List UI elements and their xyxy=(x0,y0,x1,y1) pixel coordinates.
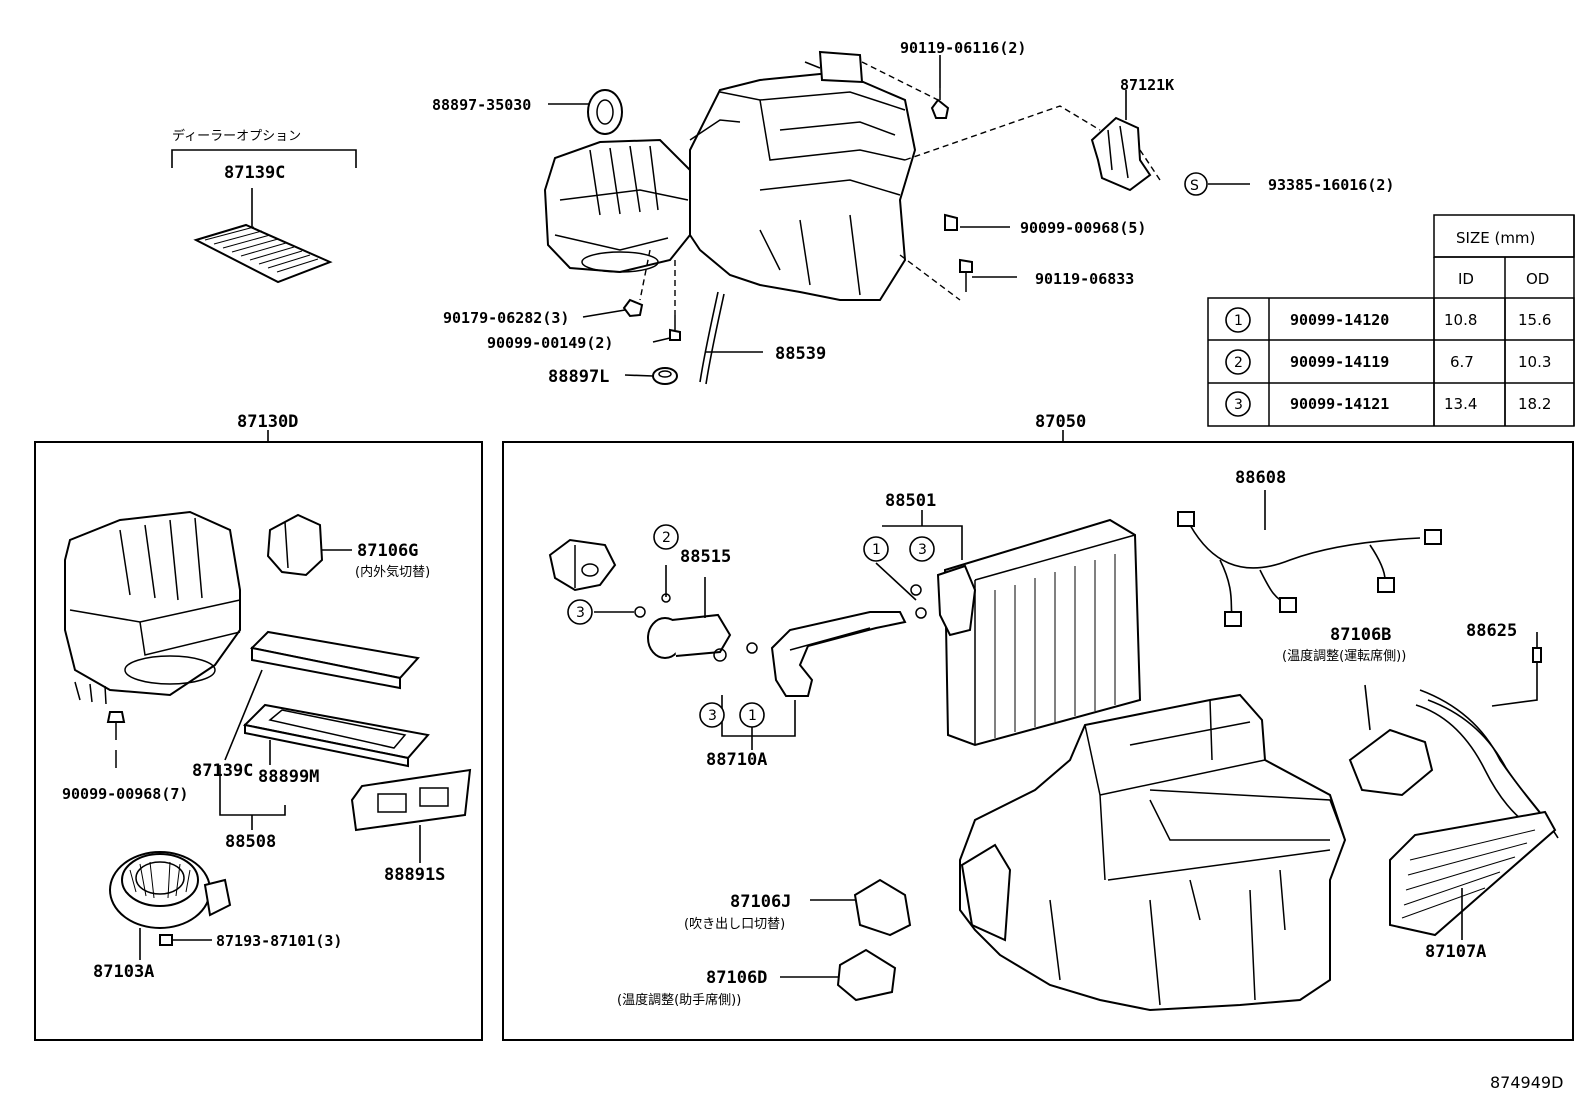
label-88608: 88608 xyxy=(1235,468,1286,488)
s-symbol-label: S xyxy=(1190,178,1199,194)
hvac-unit-top xyxy=(543,50,1161,385)
label-87107A: 87107A xyxy=(1425,942,1486,962)
label-87130D: 87130D xyxy=(237,412,298,432)
size-table-part-2: 90099-14119 xyxy=(1290,353,1389,371)
label-90119-06833: 90119-06833 xyxy=(1035,270,1134,288)
size-table xyxy=(1207,214,1575,427)
label-87121K: 87121K xyxy=(1120,76,1174,94)
label-88625: 88625 xyxy=(1466,621,1517,641)
cabin-filter-option xyxy=(171,149,357,284)
top-leaders xyxy=(548,55,1250,377)
marker-1-evap: 1 xyxy=(872,542,881,558)
size-table-part-1: 90099-14120 xyxy=(1290,311,1389,329)
size-table-header: SIZE (mm) xyxy=(1456,229,1535,247)
label-88897-35030: 88897-35030 xyxy=(432,96,531,114)
size-table-od-1: 15.6 xyxy=(1518,311,1551,329)
size-table-od-2: 10.3 xyxy=(1518,353,1551,371)
label-87106G-note: (内外気切替) xyxy=(355,564,430,580)
label-87106B: 87106B xyxy=(1330,625,1391,645)
box-87130D xyxy=(34,430,483,1041)
label-90099-00968-7: 90099-00968(7) xyxy=(62,785,188,803)
label-87103A: 87103A xyxy=(93,962,154,982)
diagram-code: 874949D xyxy=(1490,1073,1563,1092)
size-table-id-2: 6.7 xyxy=(1450,353,1474,371)
size-table-part-3: 90099-14121 xyxy=(1290,395,1389,413)
label-87106D: 87106D xyxy=(706,968,767,988)
label-87050: 87050 xyxy=(1035,412,1086,432)
marker-1-tube: 1 xyxy=(748,708,757,724)
marker-2: 2 xyxy=(662,530,671,546)
label-87139C-top: 87139C xyxy=(224,163,285,183)
label-87106J: 87106J xyxy=(730,892,791,912)
label-88710A: 88710A xyxy=(706,750,767,770)
label-90119-06116: 90119-06116(2) xyxy=(900,39,1026,57)
label-87139C: 87139C xyxy=(192,761,253,781)
size-table-mark-2: 2 xyxy=(1234,355,1243,371)
label-90179-06282: 90179-06282(3) xyxy=(443,309,569,327)
label-88539: 88539 xyxy=(775,344,826,364)
size-table-mark-1: 1 xyxy=(1234,313,1243,329)
size-table-id-3: 13.4 xyxy=(1444,395,1477,413)
label-87106J-note: (吹き出し口切替) xyxy=(684,917,785,932)
label-88891S: 88891S xyxy=(384,865,445,885)
label-87106G: 87106G xyxy=(357,541,418,561)
label-87193-87101: 87193-87101(3) xyxy=(216,932,342,950)
size-table-col-id: ID xyxy=(1458,270,1474,288)
label-93385-16016: 93385-16016(2) xyxy=(1268,176,1394,194)
label-88897L: 88897L xyxy=(548,367,609,387)
label-88501: 88501 xyxy=(885,491,936,511)
s-symbol-icon xyxy=(1184,172,1208,196)
marker-3-tube: 3 xyxy=(708,708,717,724)
marker-3-evap: 3 xyxy=(918,542,927,558)
label-90099-00968-5: 90099-00968(5) xyxy=(1020,219,1146,237)
label-90099-00149: 90099-00149(2) xyxy=(487,334,613,352)
number-markers xyxy=(567,524,935,728)
box-87050 xyxy=(502,430,1574,1041)
size-table-id-1: 10.8 xyxy=(1444,311,1477,329)
label-88515: 88515 xyxy=(680,547,731,567)
marker-3-left: 3 xyxy=(576,605,585,621)
size-table-od-3: 18.2 xyxy=(1518,395,1551,413)
label-dealer-option: ディーラーオプション xyxy=(172,128,301,144)
label-87106D-note: (温度調整(助手席側)) xyxy=(617,992,741,1008)
size-table-col-od: OD xyxy=(1526,270,1549,288)
label-88508: 88508 xyxy=(225,832,276,852)
size-table-mark-3: 3 xyxy=(1234,397,1243,413)
label-87106B-note: (温度調整(運転席側)) xyxy=(1282,648,1406,664)
label-88899M: 88899M xyxy=(258,767,319,787)
